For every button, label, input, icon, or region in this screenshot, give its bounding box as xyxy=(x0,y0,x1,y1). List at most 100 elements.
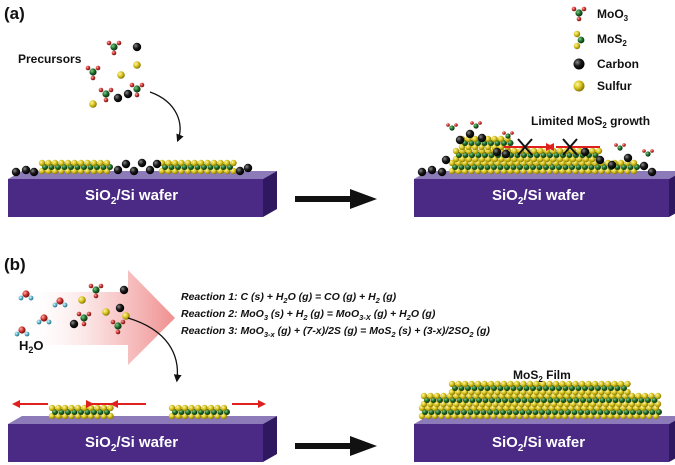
oxygen-atom xyxy=(581,6,587,12)
sulfur-atom xyxy=(97,159,104,167)
water-hydrogen xyxy=(36,319,42,325)
carbon-atom xyxy=(607,160,617,170)
water-hydrogen xyxy=(46,319,52,325)
process-arrow-b xyxy=(295,436,377,456)
oxygen-atom xyxy=(93,293,99,299)
oxygen-atom xyxy=(470,121,474,125)
sulfur-atom xyxy=(194,404,202,412)
carbon-atom xyxy=(69,319,79,329)
water-hydrogen xyxy=(62,302,68,308)
oxygen-atom xyxy=(88,283,94,289)
sulfur-atom xyxy=(45,159,52,167)
sulfur-atom xyxy=(624,380,631,388)
water-label: H2O xyxy=(19,338,44,355)
precursors-label: Precursors xyxy=(18,52,82,66)
sulfur-atom xyxy=(122,312,130,320)
sulfur-atom xyxy=(74,404,82,412)
carbon-atom xyxy=(441,155,451,165)
sulfur-atom xyxy=(530,147,538,155)
carbon-atom xyxy=(115,303,125,313)
oxygen-atom xyxy=(76,311,82,317)
oxygen-atom xyxy=(129,82,135,88)
carbon-atom xyxy=(137,158,147,168)
sulfur-atom xyxy=(100,404,108,412)
sulfur-atom xyxy=(68,404,75,412)
carbon-atom xyxy=(595,155,605,165)
water-oxygen xyxy=(22,290,30,298)
oxygen-atom xyxy=(98,87,104,93)
sulfur-atom xyxy=(48,404,56,412)
block-x-icon xyxy=(517,138,578,156)
film-b-right xyxy=(418,380,662,420)
oxygen-atom xyxy=(454,123,458,127)
moo3-molybdenum xyxy=(449,125,455,131)
sulfur-atom xyxy=(604,380,612,388)
wafer-front-face xyxy=(414,424,669,462)
oxygen-atom xyxy=(576,16,582,22)
sulfur-atom xyxy=(77,159,85,167)
sulfur-atom xyxy=(427,392,434,400)
carbon-atom xyxy=(580,147,590,157)
sulfur-atom xyxy=(511,147,518,155)
sulfur-atom xyxy=(168,404,176,412)
sulfur-atom xyxy=(220,404,228,412)
limited-growth-label: Limited MoS2 growth xyxy=(531,114,650,130)
sulfur-atom xyxy=(546,380,553,388)
sulfur-atom xyxy=(578,380,586,388)
sulfur-atom xyxy=(559,380,566,388)
sulfur-atom xyxy=(84,159,91,167)
wafer-side-face xyxy=(263,416,277,462)
oxygen-atom xyxy=(571,6,577,12)
wafer-a-left xyxy=(8,171,277,217)
moo3-molybdenum xyxy=(575,9,583,17)
wafer-side-face xyxy=(263,171,277,217)
wafer-top-face xyxy=(8,416,277,424)
carbon-atom xyxy=(152,159,162,169)
moo3-molybdenum xyxy=(102,90,110,98)
carbon-atom xyxy=(119,285,129,295)
oxygen-atom xyxy=(120,319,126,325)
water-molecules xyxy=(14,290,68,337)
oxygen-atom xyxy=(502,131,506,135)
sulfur-atom xyxy=(103,159,111,167)
carbon-atom xyxy=(121,159,131,169)
oxygen-atom xyxy=(510,131,514,135)
carbon-atom xyxy=(639,161,649,171)
oxygen-atom xyxy=(134,92,140,98)
sulfur-atom xyxy=(572,380,579,388)
wafer-a-right-label: SiO2/Si wafer xyxy=(492,187,585,207)
moo3-molybdenum xyxy=(114,322,122,330)
deposition-arrow xyxy=(149,91,184,143)
sulfur-atom xyxy=(210,159,218,167)
sulfur-atom xyxy=(61,404,69,412)
blocked-growth-arrows xyxy=(504,138,600,156)
moo3-molybdenum xyxy=(505,133,511,139)
carbon-atom xyxy=(145,165,155,175)
carbon-atom xyxy=(465,129,475,139)
sulfur-atom xyxy=(90,159,98,167)
carbon-atom xyxy=(477,133,487,143)
sulfur-atom xyxy=(107,412,114,420)
sulfur-atom xyxy=(207,404,215,412)
moo3-molybdenum xyxy=(110,43,118,51)
sulfur-atom xyxy=(184,159,192,167)
wafer-b-left xyxy=(8,416,277,462)
oxygen-atom xyxy=(111,50,117,56)
sulfur-atom xyxy=(71,159,78,167)
sulfur-atom xyxy=(513,380,521,388)
carbon-atom xyxy=(492,147,502,157)
sulfur-atom xyxy=(648,392,655,400)
precursor-molecules-b xyxy=(69,283,130,335)
carbon-atom xyxy=(113,165,123,175)
sulfur-atom xyxy=(526,380,534,388)
sulfur-atom xyxy=(630,159,638,167)
sulfur-atom xyxy=(589,147,596,155)
water-oxygen xyxy=(56,297,64,305)
sulfur-atom xyxy=(181,404,189,412)
sulfur-atom xyxy=(433,392,441,400)
sulfur-atom xyxy=(175,404,182,412)
carbon-atom xyxy=(501,149,511,159)
precursor-molecules xyxy=(85,40,145,108)
sulfur-atom xyxy=(87,404,95,412)
panel-b-label: (b) xyxy=(4,255,26,274)
